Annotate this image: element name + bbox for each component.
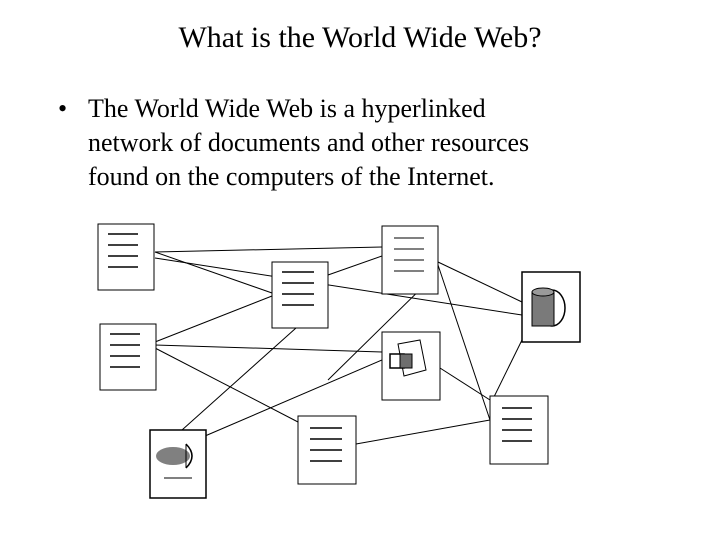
text-document-icon xyxy=(381,225,439,295)
speaker-icon xyxy=(149,429,207,499)
hyperlink-line xyxy=(204,359,383,437)
bullet-marker: • xyxy=(58,94,68,123)
hyperlink-line xyxy=(439,367,491,401)
hyperlink-line xyxy=(437,264,491,421)
hyperlink-lines xyxy=(154,246,523,445)
hyperlink-line xyxy=(154,347,299,423)
text-document-icon xyxy=(489,395,549,465)
shapes-icon xyxy=(381,331,441,401)
hyperlink-line xyxy=(154,344,383,353)
bullet-line: The World Wide Web is a hyperlinked xyxy=(88,94,486,123)
hyperlink-line xyxy=(355,419,491,445)
cylinder-shape-icon xyxy=(521,271,581,343)
text-document-icon xyxy=(297,415,357,485)
hyperlink-line xyxy=(154,246,383,253)
hyperlink-line xyxy=(154,295,273,343)
hyperlink-line xyxy=(154,251,273,294)
bullet-text: The World Wide Web is a hyperlinked netw… xyxy=(88,92,678,194)
hyperlink-line xyxy=(181,327,297,431)
hyperlink-line xyxy=(154,257,523,316)
text-document-icon xyxy=(97,223,155,291)
hyperlink-line xyxy=(437,261,523,303)
hyperlink-line xyxy=(327,255,383,276)
bullet-line: network of documents and other resources xyxy=(88,128,530,157)
text-document-icon xyxy=(99,323,157,391)
hyperlink-line xyxy=(489,339,523,406)
text-document-icon xyxy=(271,261,329,329)
slide-title: What is the World Wide Web? xyxy=(178,21,542,54)
bullet-line: found on the computers of the Internet. xyxy=(88,162,495,191)
